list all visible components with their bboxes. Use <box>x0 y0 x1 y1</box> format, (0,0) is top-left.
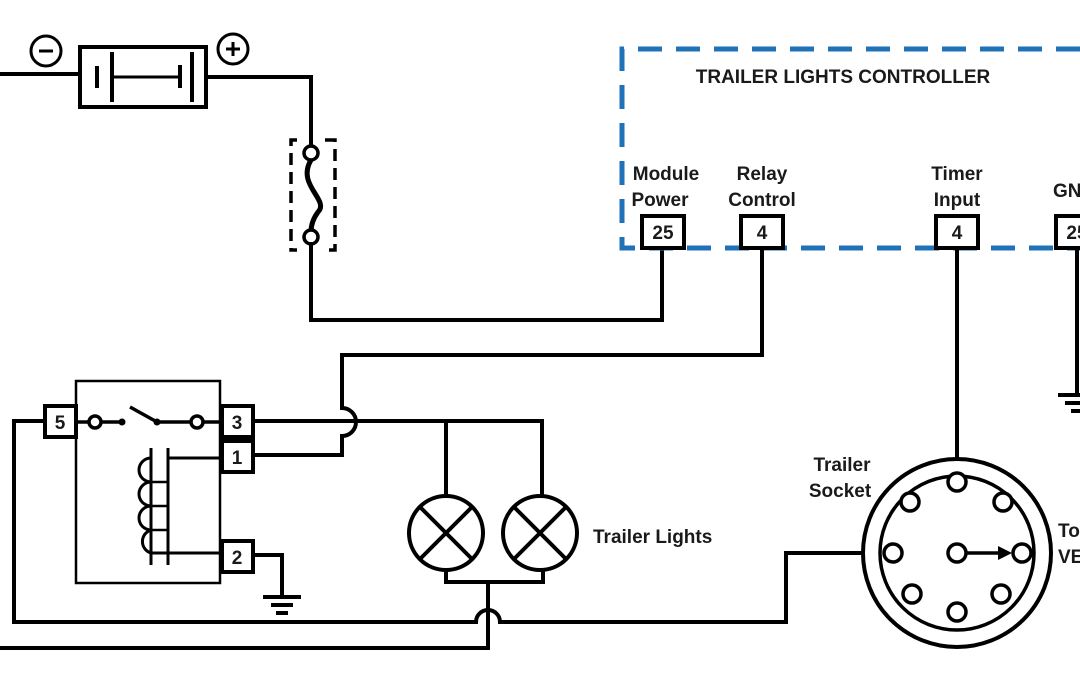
socket-pin <box>901 583 923 605</box>
pin-label-gnd: GND <box>1053 181 1080 202</box>
relay-contact-right <box>189 414 205 430</box>
relay: 5 3 1 2 <box>43 379 301 615</box>
fuse-holder-right <box>325 138 337 252</box>
relay-pin-3 <box>220 404 255 439</box>
battery-positive-wire <box>204 75 313 150</box>
socket-pin <box>899 491 921 513</box>
relay-pin-1-label: 1 <box>232 448 243 469</box>
fuse-terminal-top <box>302 144 320 162</box>
relay-pin-2-label: 2 <box>232 548 243 569</box>
socket-label-line2: Socket <box>809 481 872 502</box>
relay-pin-5 <box>43 404 78 439</box>
relay-to-lights-wire <box>251 419 544 499</box>
relay-pin-3-label: 3 <box>232 413 243 434</box>
pin-label-module-line2: Power <box>631 190 689 211</box>
fuse-element <box>304 158 323 233</box>
vehicle-label-line2: VEHICLE <box>1058 547 1080 568</box>
socket-pin <box>1011 542 1033 564</box>
fuse <box>289 138 664 322</box>
relay-contact-left <box>87 414 103 430</box>
fuse-terminal-bottom <box>302 228 320 246</box>
lights-return-wire <box>0 580 490 650</box>
controller-boundary <box>619 46 1080 251</box>
module-power-wire <box>309 242 664 322</box>
controller-pin-relay-control <box>739 214 785 250</box>
pin-label-relay-line2: Control <box>728 190 796 211</box>
controller-title: TRAILER LIGHTS CONTROLLER <box>696 67 991 88</box>
socket-pin-center <box>946 542 968 564</box>
pin-number-gnd: 25 <box>1066 223 1080 244</box>
socket-pin <box>946 601 968 623</box>
negative-terminal-icon <box>29 34 63 68</box>
battery <box>0 32 313 150</box>
lamp-icon <box>501 494 579 572</box>
trailer-lights-controller: TRAILER LIGHTS CONTROLLER Module Power 2… <box>619 46 1080 413</box>
pin-number-module-power: 25 <box>652 223 674 244</box>
ground-icon-relay <box>263 595 301 615</box>
socket-pin <box>946 471 968 493</box>
socket-pin <box>990 583 1012 605</box>
relay-pin-1 <box>220 439 255 474</box>
pin-label-timer-line1: Timer <box>931 164 983 185</box>
positive-terminal-icon <box>216 32 250 66</box>
relay-housing <box>74 379 222 585</box>
relay-pin-5-label: 5 <box>55 413 66 434</box>
controller-pin-module-power <box>640 214 686 250</box>
lights-return-bus <box>444 568 545 584</box>
trailer-lights-label: Trailer Lights <box>593 527 712 548</box>
relay-coil-icon <box>137 448 222 565</box>
lamp-icon <box>407 494 485 572</box>
socket-pin <box>992 491 1014 513</box>
relay-switch-arm <box>129 405 158 424</box>
pin-label-timer-line2: Input <box>934 190 981 211</box>
pin-label-module-line1: Module <box>633 164 700 185</box>
relay-pin5-to-socket-wire <box>12 419 887 624</box>
pin-number-relay-control: 4 <box>757 223 768 244</box>
vehicle-label-line1: To <box>1058 521 1080 542</box>
pin-number-timer-input: 4 <box>952 223 963 244</box>
relay-ground-wire <box>251 553 284 599</box>
socket-pins <box>882 471 1033 623</box>
trailer-socket: Trailer Socket To VEHICLE <box>809 246 1080 649</box>
ground-icon-controller <box>1058 393 1080 413</box>
socket-label-line1: Trailer <box>813 455 871 476</box>
socket-pin <box>882 542 904 564</box>
trailer-lights: Trailer Lights <box>0 494 712 650</box>
arrow-right-icon <box>966 546 1012 560</box>
relay-control-wire <box>250 246 764 457</box>
fuse-holder-left <box>289 138 297 252</box>
pin-label-relay-line1: Relay <box>737 164 788 185</box>
